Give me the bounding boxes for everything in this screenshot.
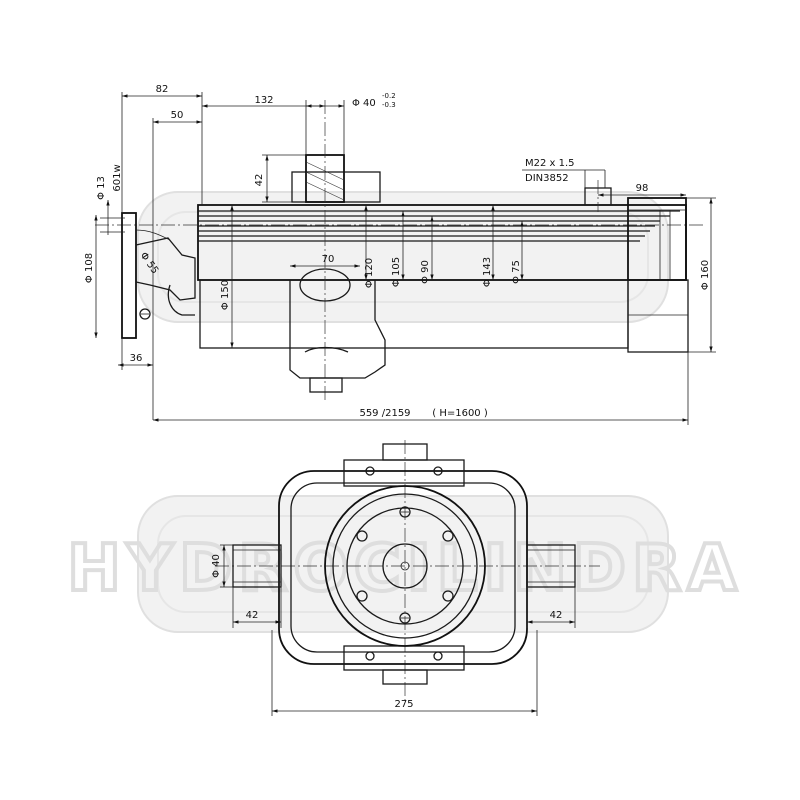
bottom-pin-stub	[382, 669, 428, 685]
trunnion-frame-inner	[290, 482, 516, 653]
bottom-clamp-block	[343, 645, 465, 671]
cylinder-flange-circle	[332, 493, 478, 639]
dim-phi108: Φ 108	[84, 253, 95, 283]
dim-132: 132	[254, 95, 273, 106]
bolt-icon	[356, 530, 368, 542]
bolt-circle	[356, 506, 454, 624]
bolt-icon	[365, 651, 375, 661]
bolt-icon	[442, 590, 454, 602]
rear-mount	[135, 237, 196, 301]
bolt-icon	[433, 651, 443, 661]
bolt-icon	[399, 612, 411, 624]
dim-phi90: Φ 90	[420, 260, 431, 284]
top-clamp-block	[343, 459, 465, 487]
trunnion-body	[289, 280, 386, 379]
grease-nipple-icon	[139, 308, 151, 320]
side-view	[95, 100, 705, 400]
dim-98: 98	[636, 183, 649, 194]
tol-lower: -0.3	[382, 101, 396, 109]
bolt-icon	[365, 466, 375, 476]
dim-50: 50	[171, 110, 184, 121]
dim-36: 36	[130, 353, 143, 364]
dim-42-right: 42	[550, 610, 563, 621]
piston-rod-circle	[382, 543, 428, 589]
cylinder-inner-circle	[346, 507, 464, 625]
dim-phi160: Φ 160	[700, 260, 711, 290]
front-view	[215, 440, 600, 700]
dim-82: 82	[156, 84, 169, 95]
dim-stroke: ( H=1600 )	[432, 408, 488, 419]
top-pin-stub	[382, 443, 428, 461]
thread-m22: M22 x 1.5	[525, 158, 575, 169]
bolt-icon	[433, 466, 443, 476]
dim-phi150: Φ 150	[220, 280, 231, 310]
cylinder-outer-circle	[324, 485, 486, 647]
bolt-icon	[442, 530, 454, 542]
dim-phi75: Φ 75	[511, 260, 522, 284]
dim-42-vertical: 42	[254, 174, 265, 187]
dim-601w: 601w	[112, 164, 123, 191]
front-lower-body	[627, 279, 689, 353]
tol-upper: -0.2	[382, 92, 396, 100]
left-trunnion-pin	[232, 544, 282, 588]
bolt-icon	[399, 506, 411, 518]
dim-42-left: 42	[246, 610, 259, 621]
dim-phi13: Φ 13	[96, 176, 107, 200]
front-dimensions: Φ 40 42 42 275	[211, 544, 576, 716]
dim-phi120: Φ 120	[364, 258, 375, 288]
dim-phi40-top: Φ 40	[352, 98, 376, 109]
bolt-icon	[356, 590, 368, 602]
dim-overall: 559 /2159	[359, 408, 410, 419]
dim-phi40-bottom: Φ 40	[211, 554, 222, 578]
dim-70: 70	[322, 254, 335, 265]
thread-din: DIN3852	[525, 173, 569, 184]
dim-275: 275	[394, 699, 413, 710]
dim-phi143: Φ 143	[482, 257, 493, 287]
right-trunnion-pin	[526, 544, 576, 588]
dim-phi105: Φ 105	[391, 257, 402, 287]
